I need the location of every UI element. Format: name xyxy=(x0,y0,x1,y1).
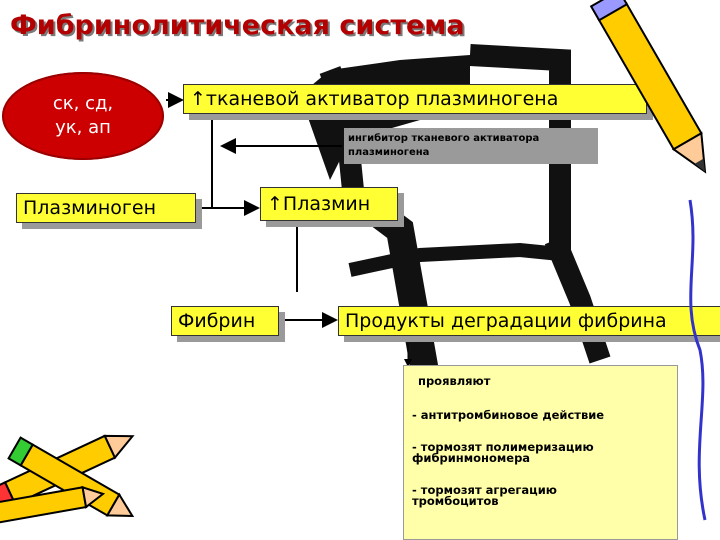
crossed-pencils-icon xyxy=(0,0,720,540)
